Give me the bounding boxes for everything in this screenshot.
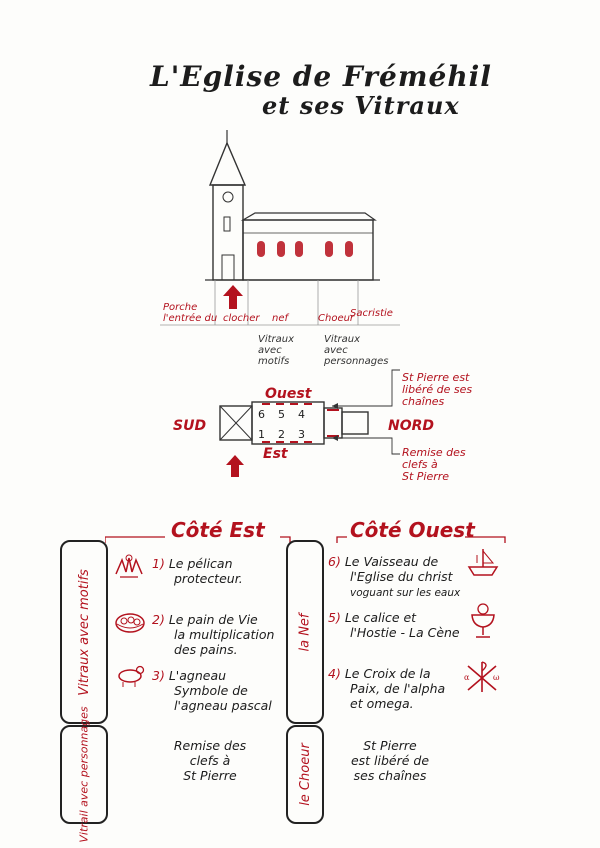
plan-window-6: 6 [258, 408, 265, 421]
box-la-nef: la Nef [286, 540, 324, 724]
est-item-2: 2)Le pain de Vie la multiplication des p… [152, 612, 275, 657]
page-subtitle: et ses Vitraux [262, 91, 460, 120]
lamb-icon [118, 665, 145, 687]
choeur-est-text: Remise des clefs à St Pierre [173, 738, 247, 783]
section-cote-ouest: Côté Ouest [350, 518, 475, 542]
label-choeur: Choeur [318, 313, 355, 324]
compass-sud: SUD [173, 418, 207, 434]
compass-nord: NORD [388, 418, 435, 434]
plan-window-1: 1 [258, 428, 265, 441]
choeur-ouest-text: St Pierre est libéré de ses chaînes [350, 738, 430, 783]
box-le-choeur: le Choeur [286, 725, 324, 824]
label-vitraux-personnages: Vitraux avec personnages [324, 334, 389, 367]
compass-est: Est [263, 446, 288, 462]
pelican-icon [115, 554, 143, 578]
bread-basket-icon [115, 613, 145, 633]
ouest-item-5: 5)Le calice et l'Hostie - La Cène [328, 610, 460, 640]
church-elevation-drawing [205, 130, 380, 281]
compass-ouest: Ouest [265, 386, 312, 402]
plan-window-3: 3 [298, 428, 305, 441]
page-title: L'Eglise de Fréméhil [150, 60, 492, 93]
est-item-1: 1)Le pélican protecteur. [152, 556, 243, 586]
note-st-pierre-libere: St Pierre est libéré de ses chaînes [402, 371, 473, 408]
ouest-item-4: 4)Le Croix de la Paix, de l'alpha et ome… [328, 666, 446, 711]
label-nef: nef [272, 313, 289, 324]
ship-icon [467, 549, 499, 576]
entrance-arrow-icon [223, 285, 243, 309]
ouest-item-6: 6)Le Vaisseau de l'Eglise du christ vogu… [328, 554, 461, 599]
floor-plan [219, 401, 369, 445]
section-cote-est: Côté Est [171, 518, 265, 542]
note-remise-des-clefs: Remise des clefs à St Pierre [402, 446, 466, 483]
elevation-guide-lines [160, 280, 400, 326]
chalice-icon [471, 603, 495, 638]
box-vitraux-avec-motifs: Vitraux avec motifs [60, 540, 108, 724]
label-sacristie: Sacristie [350, 308, 393, 319]
box-vitrail-avec-personnages: Vitrail avec personnages [60, 706, 108, 843]
label-porche: Porche l'entrée du [163, 302, 218, 324]
label-vitraux-motifs: Vitraux avec motifs [258, 334, 295, 367]
plan-window-4: 4 [298, 408, 305, 421]
svg-text:ω: ω [493, 673, 500, 682]
chi-rho-icon: α ω [464, 661, 500, 692]
plan-entrance-arrow-icon [226, 455, 244, 477]
plan-window-2: 2 [278, 428, 285, 441]
label-clocher: clocher [223, 313, 260, 324]
svg-text:α: α [464, 673, 470, 682]
plan-callout-lines [332, 369, 400, 455]
est-item-3: 3)L'agneau Symbole de l'agneau pascal [152, 668, 272, 713]
plan-window-5: 5 [278, 408, 285, 421]
